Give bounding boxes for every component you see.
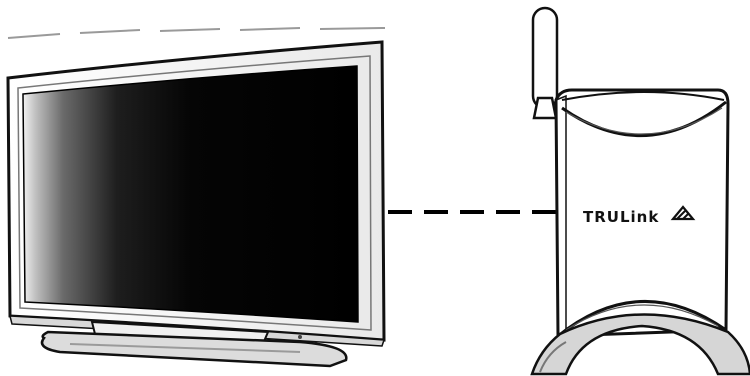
receiver-top-curve-inner	[565, 107, 723, 135]
receiver-base	[530, 313, 750, 376]
antenna-icon	[531, 6, 559, 120]
trulink-logo-mark	[670, 205, 696, 221]
top-artifact	[7, 27, 386, 39]
tv-inner-bezel	[17, 55, 372, 331]
receiver-side-edge	[555, 94, 567, 334]
wireless-receiver-icon: TRULink	[530, 6, 750, 376]
tv-sensor-dot	[298, 335, 302, 339]
brand-label: TRULink	[583, 208, 659, 226]
receiver-top-cap	[561, 91, 725, 101]
receiver-bottom-arch	[557, 299, 727, 338]
flat-panel-tv-icon	[6, 27, 386, 368]
receiver-body	[554, 88, 730, 338]
receiver-bottom-arch-inner	[565, 304, 719, 331]
tv-screen	[22, 65, 359, 323]
receiver-base-shadow	[539, 341, 567, 373]
tv-stand-base-highlight	[69, 343, 301, 353]
